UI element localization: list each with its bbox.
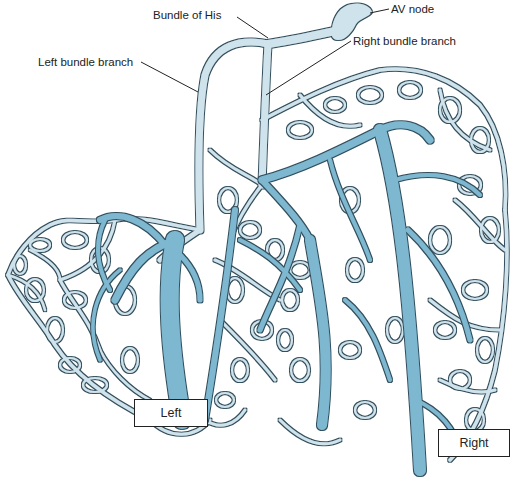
part-label: Right bundle branch (353, 35, 456, 48)
purkinje-fiber (205, 410, 245, 425)
purkinje-fiber (93, 270, 120, 360)
fiber-loop (435, 322, 455, 338)
leader-line (266, 41, 351, 95)
purkinje-fiber (240, 240, 300, 290)
fiber-loop (227, 278, 243, 302)
box-text: Right (459, 436, 488, 450)
purkinje-fiber (310, 240, 326, 425)
purkinje-fiber (395, 175, 480, 195)
fiber-loop (466, 409, 484, 431)
part-label: AV node (391, 3, 434, 16)
leader-line (237, 17, 268, 38)
leader-line (370, 9, 389, 13)
purkinje-fiber (345, 300, 390, 380)
purkinje-fiber (300, 95, 360, 126)
purkinje-fiber (210, 150, 262, 185)
fiber-loop (477, 338, 493, 362)
fiber-loop (450, 371, 470, 389)
fiber-loop (240, 222, 260, 238)
purkinje-fiber (455, 200, 505, 250)
fiber-loop (387, 318, 403, 342)
part-label: Bundle of His (153, 9, 221, 22)
right-bundle-branch (262, 44, 268, 185)
fiber-loop (122, 348, 138, 372)
purkinje-fiber (8, 275, 150, 420)
fiber-loop (64, 292, 86, 308)
fiber-loop (463, 281, 487, 299)
purkinje-fiber (380, 130, 420, 470)
fiber-loop (216, 393, 234, 407)
purkinje-fiber (408, 230, 470, 340)
fiber-loop (14, 256, 26, 274)
purkinje-fiber (330, 160, 370, 260)
purkinje-fiber (220, 320, 275, 380)
purkinje-fiber (115, 240, 175, 300)
fiber-loop (325, 98, 345, 112)
fiber-loop (47, 318, 63, 342)
purkinje-fiber (170, 240, 182, 420)
fiber-loop (347, 259, 363, 281)
fiber-loop (290, 262, 310, 278)
purkinje-fiber (100, 350, 150, 400)
box-text: Left (161, 406, 182, 420)
purkinje-fiber (205, 210, 235, 420)
purkinje-fiber (262, 180, 310, 240)
left-bundle-branch (199, 42, 268, 230)
fiber-loop (340, 342, 360, 358)
fiber-loop (481, 218, 499, 242)
dark-fiber-network (93, 125, 480, 470)
label-box: Right (438, 429, 510, 457)
purkinje-fiber (100, 216, 165, 245)
fiber-loop (288, 122, 312, 138)
fiber-loop (399, 82, 421, 98)
bundle-of-his (268, 30, 340, 44)
purkinje-fiber (440, 90, 490, 150)
fiber-loop (232, 359, 248, 381)
fiber-loop (440, 98, 460, 122)
fiber-loop (291, 359, 309, 381)
purkinje-fiber (450, 210, 507, 460)
fiber-loop (430, 227, 450, 253)
purkinje-fiber (260, 225, 300, 330)
fiber-loop (60, 358, 80, 372)
fiber-loop (83, 378, 107, 392)
fiber-loop (63, 232, 87, 248)
fiber-loop (26, 279, 44, 301)
fiber-loop (355, 402, 375, 418)
light-fiber-network (8, 3, 507, 460)
fiber-loop (30, 239, 50, 251)
fiber-loop (358, 87, 382, 103)
purkinje-fiber (262, 125, 430, 180)
fiber-loop (282, 290, 298, 310)
fiber-loop (471, 128, 489, 152)
leader-lines (141, 9, 389, 95)
purkinje-fiber (30, 250, 60, 280)
purkinje-fiber (180, 255, 200, 300)
leader-line (141, 62, 198, 92)
purkinje-fiber (60, 220, 115, 280)
label-box: Left (134, 399, 208, 427)
purkinje-fiber (8, 275, 45, 310)
fiber-loop (278, 330, 292, 350)
part-label: Left bundle branch (38, 56, 133, 69)
purkinje-fiber (280, 420, 340, 444)
